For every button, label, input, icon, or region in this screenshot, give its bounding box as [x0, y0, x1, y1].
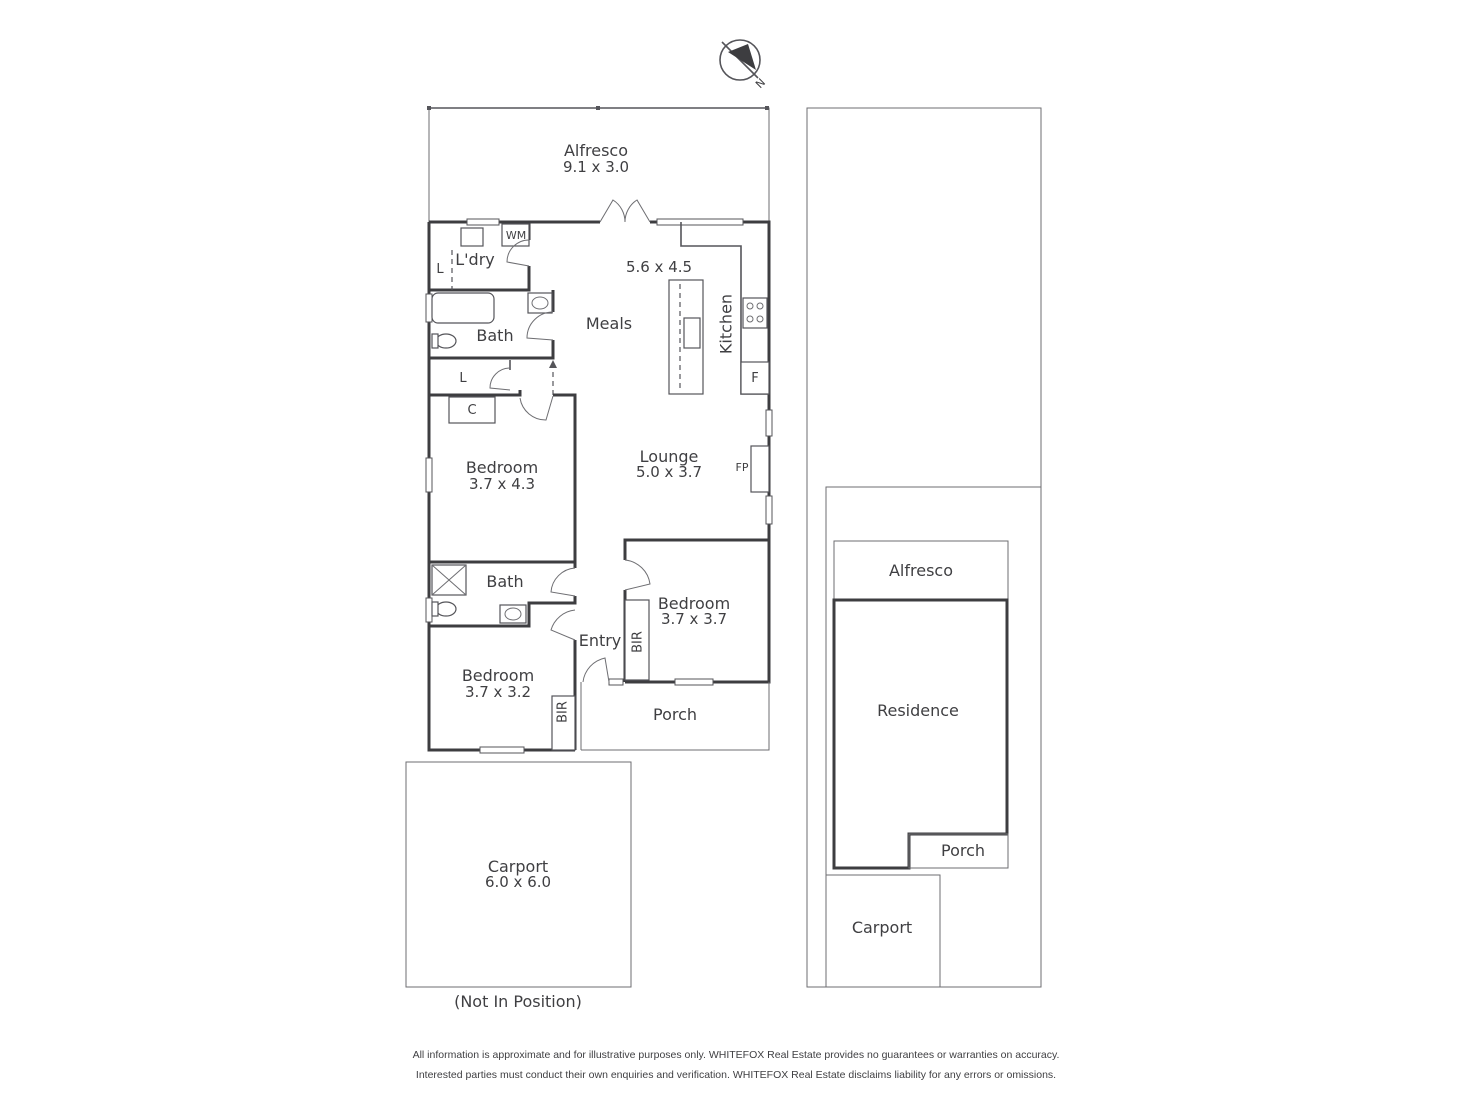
basin-icon [499, 604, 527, 624]
built-in-robe [624, 599, 650, 681]
carport-label: Carport [488, 857, 548, 876]
compass-north-label: N [753, 76, 768, 91]
entry-door [580, 657, 610, 750]
site-boundary [806, 107, 1042, 988]
kitchen-label: Kitchen [717, 294, 736, 354]
toilet-icon [435, 601, 457, 617]
disclaimer-line-2: Interested parties must conduct their ow… [415, 1069, 1057, 1081]
cupboard-label: C [467, 403, 476, 418]
site-plan [806, 107, 1042, 988]
fireplace-label: FP [736, 461, 749, 474]
built-in-robe [551, 695, 576, 751]
bedroom-main-label: Bedroom [466, 458, 538, 477]
bathroom-lower [429, 562, 577, 628]
laundry-label: L'dry [455, 250, 495, 269]
bedroom-front-left [550, 609, 577, 751]
site-residence-label: Residence [877, 701, 959, 720]
laundry-tub-icon [460, 227, 484, 247]
cooktop-icon [742, 297, 768, 329]
meals-label: Meals [586, 314, 632, 333]
bir-right-label: BIR [631, 631, 646, 653]
door-swing-icon [550, 609, 576, 641]
porch-label: Porch [653, 705, 697, 724]
fridge-space [740, 361, 770, 395]
bath-lower-label: Bath [486, 572, 523, 591]
door-swing-icon [550, 567, 576, 597]
door-swing-icon [526, 311, 554, 341]
site-porch [908, 833, 1009, 869]
door-swing-icon [519, 395, 554, 421]
fridge-label: F [751, 371, 758, 386]
hall-linen-label: L [459, 371, 467, 386]
bathroom-upper [429, 290, 555, 360]
carport-outline [405, 761, 632, 988]
french-door-icon [599, 199, 651, 223]
lounge-dims: 5.0 x 3.7 [636, 463, 702, 481]
site-residence [832, 598, 1009, 870]
bedroom-front-left-label: Bedroom [462, 666, 534, 685]
bedroom-front-right-label: Bedroom [658, 594, 730, 613]
lounge-label: Lounge [640, 447, 699, 466]
disclaimer-line-1: All information is approximate and for i… [412, 1049, 1060, 1061]
site-porch-label: Porch [941, 841, 985, 860]
washing-machine-label: WM [506, 229, 526, 242]
site-carport [825, 874, 941, 988]
entry-label: Entry [579, 631, 622, 650]
toilet-icon [435, 333, 457, 349]
kitchen-meals-dims: 5.6 x 4.5 [626, 258, 692, 276]
laundry-room [429, 222, 531, 292]
bir-left-label: BIR [556, 701, 571, 723]
alfresco-area [427, 106, 770, 222]
north-compass-icon: N [719, 39, 768, 91]
door-swing-icon [624, 559, 651, 591]
alfresco-dims: 9.1 x 3.0 [563, 158, 629, 176]
alfresco-label: Alfresco [564, 141, 628, 160]
bathtub-icon [431, 292, 495, 324]
bath-upper-label: Bath [476, 326, 513, 345]
sink-icon [683, 317, 701, 349]
kitchen [668, 222, 770, 395]
site-carport-label: Carport [852, 918, 912, 937]
door-swing-icon [489, 367, 511, 391]
cupboard-icon [448, 396, 496, 424]
site-alfresco-label: Alfresco [889, 561, 953, 580]
bedroom-main-dims: 3.7 x 4.3 [469, 475, 535, 493]
bedroom-main [429, 393, 577, 564]
carport-dims: 6.0 x 6.0 [485, 873, 551, 891]
carport-note: (Not In Position) [454, 992, 582, 1011]
porch-area [581, 682, 770, 751]
bedroom-front-left-dims: 3.7 x 3.2 [465, 683, 531, 701]
laundry-linen-label: L [436, 262, 444, 277]
bedroom-front-right-dims: 3.7 x 3.7 [661, 610, 727, 628]
fireplace-icon [750, 445, 770, 493]
door-swing-icon [506, 239, 530, 267]
hall-linen [429, 360, 557, 397]
basin-icon [527, 292, 553, 314]
bedroom-front-right [623, 538, 769, 682]
door-swing-icon [582, 657, 610, 683]
